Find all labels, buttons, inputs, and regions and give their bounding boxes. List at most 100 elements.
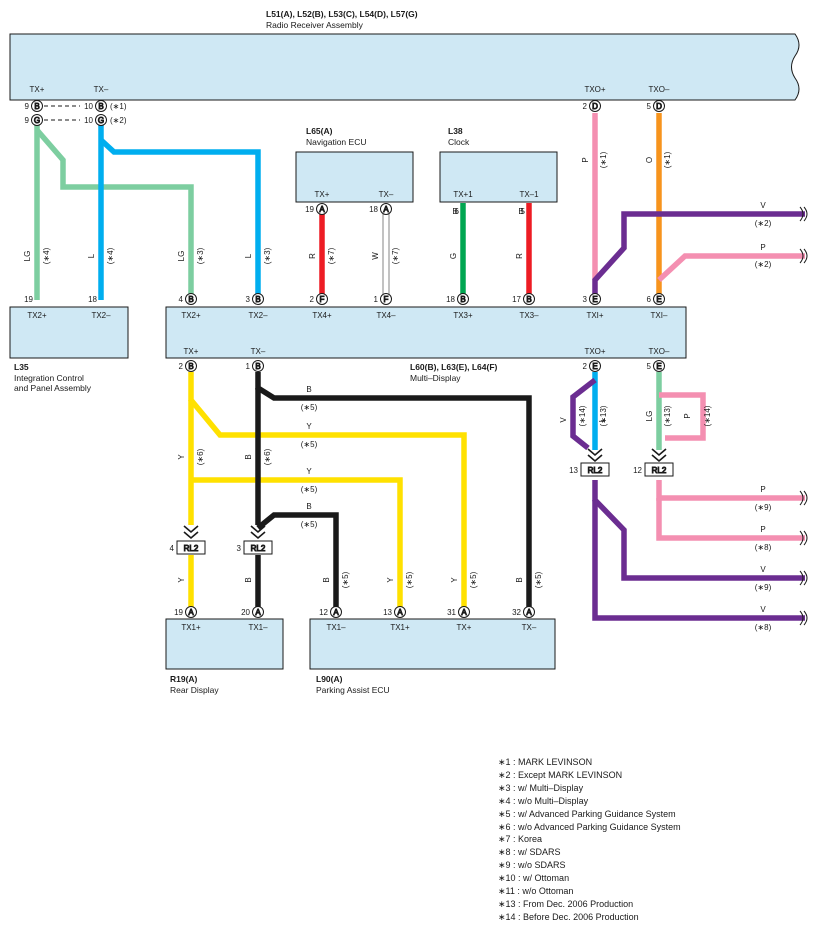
wire-color-label: B [244, 454, 253, 459]
integration-name: Integration Control [14, 373, 84, 383]
parking-assist-box [309, 618, 556, 670]
wire-break-symbol [799, 206, 808, 222]
wire-note-label: (∗4) [106, 247, 115, 264]
wire-color-label: Y [306, 467, 312, 476]
multi-name: Multi–Display [410, 373, 461, 383]
pin-number: 17 [512, 295, 521, 304]
wire-b-multi-txminus [255, 372, 532, 612]
wire-note-label: (∗5) [469, 571, 478, 588]
pin-number: 9 [25, 116, 30, 125]
pin-number: 10 [84, 102, 93, 111]
wire-break-symbol [799, 570, 808, 586]
rear-display-box [165, 618, 284, 670]
wire-color-label: V [760, 605, 766, 614]
pin-number: 3 [583, 295, 588, 304]
pin-name: TX+ [184, 347, 199, 356]
pin-number: 1 [246, 362, 251, 371]
wire-color-label: R [515, 253, 524, 259]
pin-name: TX1– [326, 623, 346, 632]
wire-p-sdars-on [656, 498, 805, 541]
wire-note-label: (∗3) [196, 247, 205, 264]
legend-item: ∗4 : w/o Multi–Display [498, 795, 589, 806]
wire-note-label: (∗7) [391, 247, 400, 264]
wire-color-label: Y [306, 422, 312, 431]
wire-color-label: L [87, 253, 96, 258]
connector-pin: A [330, 606, 342, 618]
wire-y-rl2-to-parking [191, 477, 403, 612]
pin-number: 1 [374, 295, 379, 304]
wire-note-label: (∗5) [405, 571, 414, 588]
pin-name: TX3– [519, 311, 539, 320]
connector-pin: E [653, 293, 665, 305]
pin-name: TX1+ [390, 623, 410, 632]
wire-color-label: O [645, 157, 654, 163]
pin-number: 10 [84, 116, 93, 125]
relay-rl2: RL2 [176, 540, 206, 555]
relay-chevron [183, 525, 199, 540]
svg-text:F: F [384, 295, 389, 304]
pin-name: TX–1 [519, 190, 539, 199]
legend-item: ∗10 : w/ Ottoman [498, 873, 570, 884]
radio-receiver-box [9, 33, 800, 101]
wire-note-label: (∗6) [263, 448, 272, 465]
wire-color-label: P [760, 243, 765, 252]
svg-text:B: B [34, 102, 39, 111]
svg-text:E: E [592, 362, 597, 371]
pin-number: 3 [246, 295, 251, 304]
connector-note: (∗1) [110, 102, 127, 111]
wire-v-sdars-off [592, 480, 805, 581]
legend-item: ∗11 : w/o Ottoman [498, 886, 574, 897]
pin-name: TX– [522, 623, 537, 632]
wire-note-label: (∗5) [301, 520, 318, 529]
connector-pin: F [380, 293, 392, 305]
wire-color-label: P [760, 525, 765, 534]
wire-note-label: (∗5) [341, 571, 350, 588]
clock-connector-letter: B [518, 207, 523, 216]
pin-name: TXO+ [584, 347, 605, 356]
wire-note-label: (∗2) [755, 260, 772, 269]
wire-p-txi-minus [657, 253, 805, 283]
pin-name: TX– [94, 85, 109, 94]
svg-text:B: B [526, 295, 531, 304]
connector-pin: A [458, 606, 470, 618]
wire-color-label: V [760, 565, 766, 574]
wire-v-txi-plus [592, 211, 805, 299]
connector-pin: E [589, 293, 601, 305]
wire-color-label: B [306, 502, 311, 511]
pin-number: 19 [174, 608, 183, 617]
svg-text:A: A [461, 608, 467, 617]
wire-color-label: B [244, 577, 253, 582]
wire-note-label: (∗9) [755, 583, 772, 592]
pin-name: TX1+ [181, 623, 201, 632]
relay-chevron [250, 525, 266, 540]
pin-name: TXO+ [584, 85, 605, 94]
pin-number: 19 [305, 205, 314, 214]
rear-code: R19(A) [170, 674, 198, 684]
relay-chevron [651, 448, 667, 463]
wire-v-txo-plus-loop [570, 377, 597, 451]
pin-name: TX2– [91, 311, 111, 320]
svg-text:A: A [526, 608, 532, 617]
svg-text:A: A [319, 205, 325, 214]
radio-name: Radio Receiver Assembly [266, 20, 364, 30]
pin-number: 4 [179, 295, 184, 304]
pin-name: TX4– [376, 311, 396, 320]
wire-color-label: P [683, 413, 692, 418]
pin-number: 5 [647, 102, 652, 111]
pin-number: 31 [447, 608, 456, 617]
svg-text:A: A [188, 608, 194, 617]
svg-text:E: E [656, 295, 661, 304]
wire-note-label: (∗5) [301, 485, 318, 494]
wire-y-multi-txplus [188, 372, 467, 612]
pin-name: TX2+ [181, 311, 201, 320]
wire-break-symbol [799, 530, 808, 546]
connector-pin: B [185, 293, 197, 305]
legend-item: ∗14 : Before Dec. 2006 Production [498, 911, 639, 922]
wire-color-label: Y [450, 577, 459, 583]
pin-number: 5 [647, 362, 652, 371]
pin-name: TX+ [457, 623, 472, 632]
svg-text:E: E [592, 295, 597, 304]
pin-name: TX+1 [453, 190, 473, 199]
wire-color-label: LG [645, 411, 654, 422]
pin-number: 12 [633, 466, 642, 475]
